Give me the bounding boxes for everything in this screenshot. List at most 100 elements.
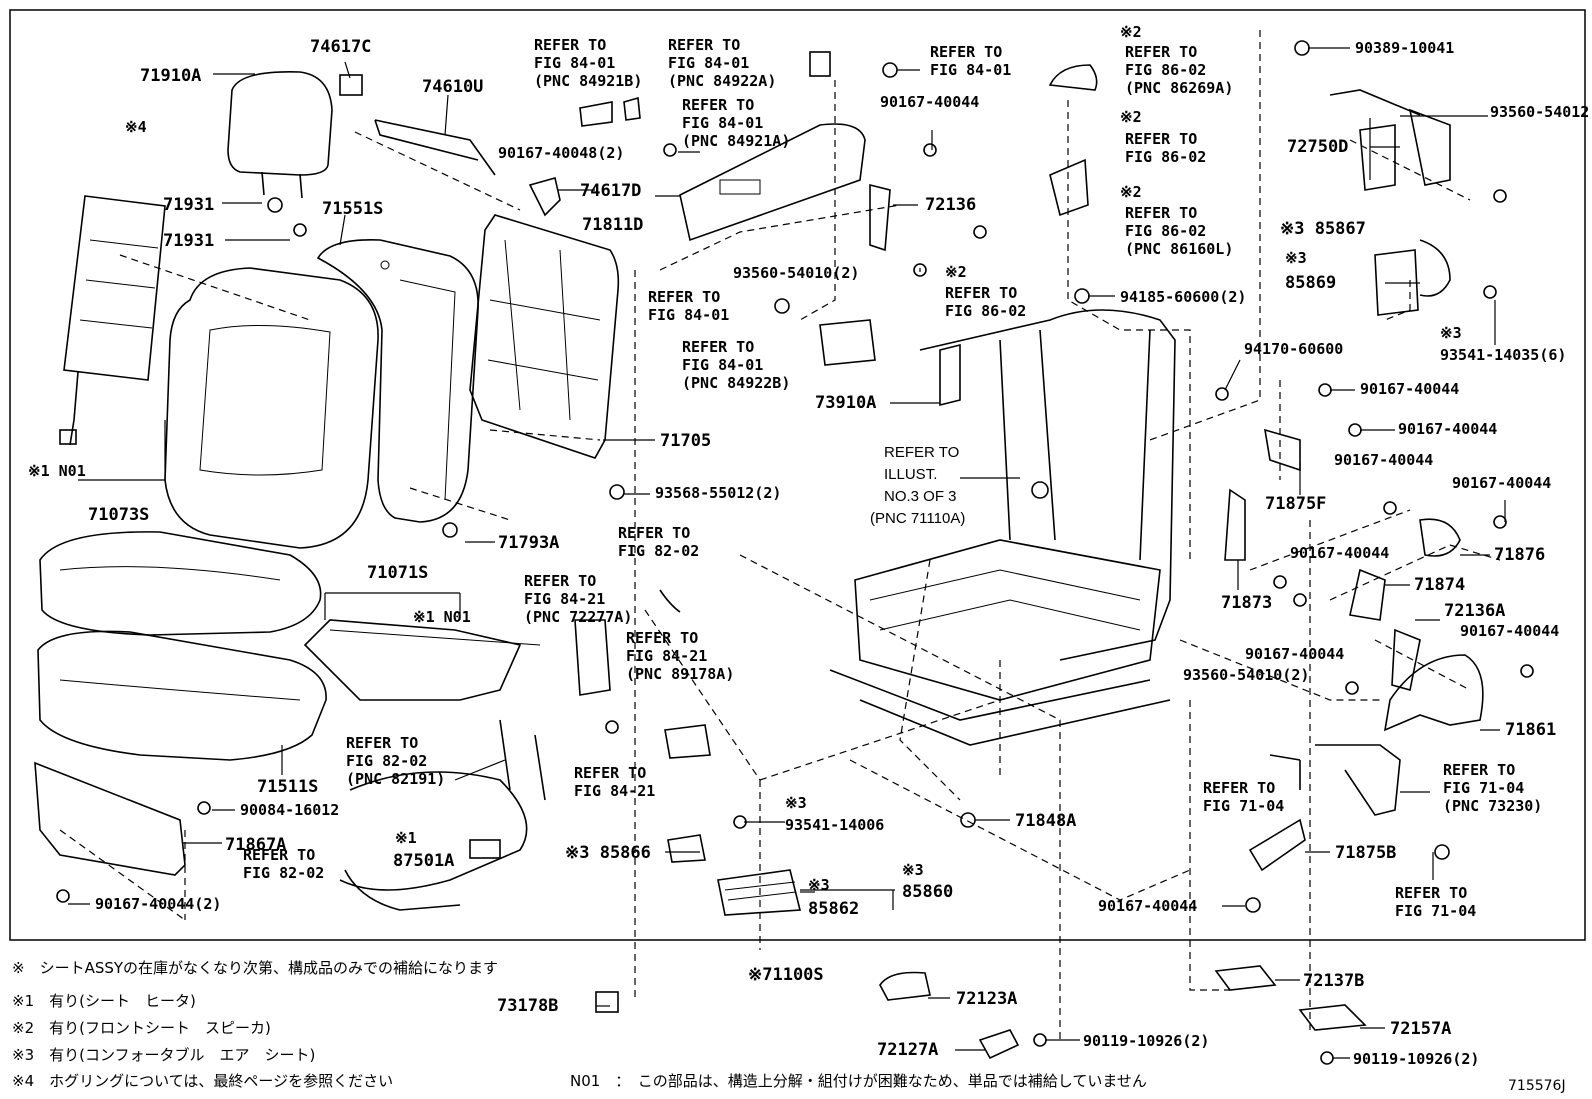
- seat-frame-sketch: [829, 309, 1176, 746]
- label-90167-40044-i: 90167-40044: [1098, 897, 1197, 915]
- seat-cushion-cover-sketch: [39, 531, 322, 636]
- part-labels: 71910A 74617C 74610U ※4 71931 71931 7155…: [28, 23, 1592, 1094]
- label-x3-d: ※3: [808, 876, 830, 894]
- seatback-pad-sketch: [316, 239, 479, 523]
- label-93568-55012: 93568-55012(2): [655, 484, 781, 502]
- label-71811D: 71811D: [582, 215, 643, 235]
- note-x1: ※1 有り(シート ヒータ): [12, 992, 196, 1010]
- label-72123A: 72123A: [956, 989, 1017, 1009]
- diagram-frame: [9, 9, 1586, 941]
- label-71910A: 71910A: [140, 66, 201, 86]
- note-n01: N01 ： この部品は、構造上分解・組付けが困難なため、単品では補給していません: [570, 1072, 1147, 1090]
- label-71861: 71861: [1505, 720, 1556, 740]
- label-71931-a: 71931: [163, 195, 214, 215]
- label-90167-40044-e: 90167-40044: [1452, 474, 1551, 492]
- label-x1-n01-a: ※1 N01: [28, 462, 86, 480]
- label-71551S: 71551S: [322, 199, 383, 219]
- note-x3: ※3 有り(コンフォータブル エア シート): [12, 1046, 316, 1064]
- label-94185-60600: 94185-60600(2): [1120, 288, 1246, 306]
- label-72136A: 72136A: [1444, 601, 1505, 621]
- label-x4: ※4: [125, 118, 147, 136]
- label-85860: 85860: [902, 882, 953, 902]
- label-90167-40044-2-a: 90167-40044(2): [95, 895, 221, 913]
- label-71874: 71874: [1414, 575, 1465, 595]
- label-x3-b: ※3: [1440, 324, 1462, 342]
- label-72750D: 72750D: [1287, 137, 1348, 157]
- label-71100S: ※71100S: [748, 965, 824, 985]
- label-85866: ※3 85866: [565, 843, 651, 863]
- label-90167-40048: 90167-40048(2): [498, 144, 624, 162]
- label-x2-b: ※2: [1120, 108, 1142, 126]
- label-73910A: 73910A: [815, 393, 876, 413]
- leader-lines: [68, 47, 1506, 1059]
- small-parts-sketch: [339, 51, 1484, 1060]
- label-71073S: 71073S: [88, 505, 149, 525]
- label-71071S: 71071S: [367, 563, 428, 583]
- label-71511S: 71511S: [257, 777, 318, 797]
- label-90084-16012: 90084-16012: [240, 801, 339, 819]
- label-90389-10041: 90389-10041: [1355, 39, 1454, 57]
- seat-cushion-pad-sketch: [37, 630, 327, 761]
- seatback-cover-sketch: [164, 267, 379, 549]
- label-x3-a: ※3: [1285, 249, 1307, 267]
- label-x3-e: ※3: [902, 861, 924, 879]
- label-x1-b: ※1: [395, 829, 417, 847]
- label-71876: 71876: [1494, 545, 1545, 565]
- note-x4: ※4 ホグリングについては、最終ページを参照ください: [12, 1072, 394, 1090]
- label-72137B: 72137B: [1303, 971, 1364, 991]
- label-87501A: 87501A: [393, 851, 454, 871]
- label-90167-40044-g: 90167-40044: [1245, 645, 1344, 663]
- label-90119-10926-b: 90119-10926(2): [1353, 1050, 1479, 1068]
- label-93560-54010-a: 93560-54010(2): [733, 264, 859, 282]
- side-shield-sketch: [679, 123, 866, 242]
- label-90167-40044-a: 90167-40044: [880, 93, 979, 111]
- label-72127A: 72127A: [877, 1040, 938, 1060]
- label-71793A: 71793A: [498, 533, 559, 553]
- seatback-heater-sketch: [59, 195, 166, 446]
- label-90167-40044-c: 90167-40044: [1398, 420, 1497, 438]
- label-93560-54012: 93560-54012(2): [1490, 103, 1592, 121]
- label-90167-40044-d: 90167-40044: [1334, 451, 1433, 469]
- label-x3-c: ※3: [785, 794, 807, 812]
- label-71867A: 71867A: [225, 835, 286, 855]
- label-85869: 85869: [1285, 273, 1336, 293]
- label-90167-40044-b: 90167-40044: [1360, 380, 1459, 398]
- label-74610U: 74610U: [422, 77, 483, 97]
- label-71875B: 71875B: [1335, 843, 1396, 863]
- label-72157A: 72157A: [1390, 1019, 1451, 1039]
- label-71875F: 71875F: [1265, 494, 1326, 514]
- label-x1-n01-b: ※1 N01: [413, 608, 471, 626]
- label-94170-60600: 94170-60600: [1244, 340, 1343, 358]
- seatback-board-sketch: [469, 214, 620, 459]
- label-71931-b: 71931: [163, 231, 214, 251]
- label-71705: 71705: [660, 431, 711, 451]
- label-x2-c: ※2: [1120, 183, 1142, 201]
- headrest-sketch: [227, 71, 333, 199]
- label-74617C: 74617C: [310, 37, 371, 57]
- label-71848A: 71848A: [1015, 811, 1076, 831]
- label-71873: 71873: [1221, 593, 1272, 613]
- label-x2-a: ※2: [1120, 23, 1142, 41]
- seat-heater-sketch: [303, 619, 541, 701]
- label-72136: 72136: [925, 195, 976, 215]
- dashed-guides: [59, 30, 1501, 1040]
- label-93560-54010-b: 93560-54010(2): [1183, 666, 1309, 684]
- label-93541-14006: 93541-14006: [785, 816, 884, 834]
